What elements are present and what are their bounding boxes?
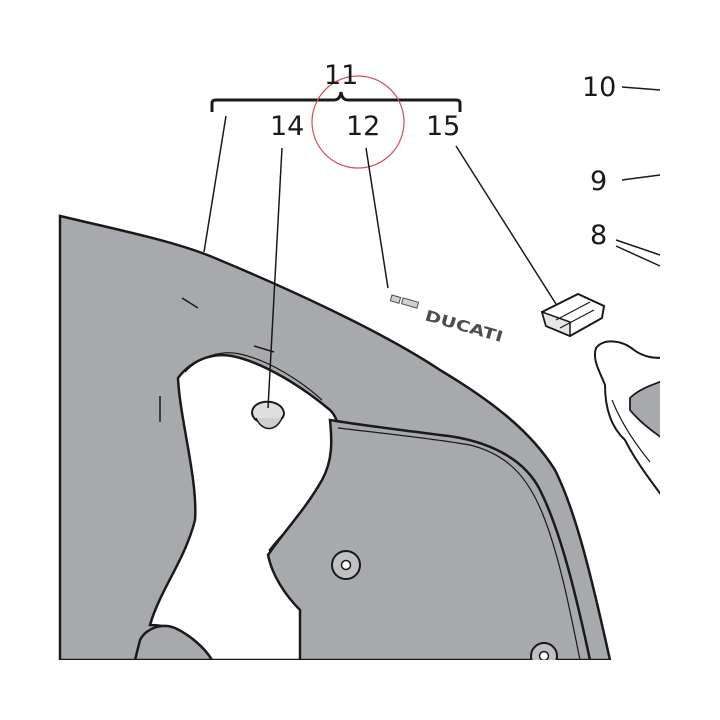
decal-brand-text: DUCATI [423, 308, 505, 347]
surface-mark [181, 297, 199, 309]
lower-left-piece [133, 624, 214, 660]
right-bracket-edge [611, 399, 651, 463]
decal-part-12: DUCATI [389, 294, 505, 347]
callout-11: 11 [324, 60, 358, 91]
grommet-upper [331, 550, 361, 580]
right-bracket [594, 340, 660, 495]
group-bracket-11 [210, 91, 462, 112]
leader-line-8a [615, 239, 661, 256]
push-rivet-part-14 [250, 400, 286, 430]
inner-panel-edge [337, 427, 581, 660]
leader-line-15 [455, 145, 557, 305]
panel-edge-inner [184, 352, 323, 401]
callout-8: 8 [590, 220, 607, 251]
callout-10: 10 [582, 72, 616, 103]
leader-line-10 [621, 86, 661, 91]
highlight-circle [311, 75, 405, 169]
leader-line-9 [621, 174, 661, 181]
callout-9: 9 [590, 166, 607, 197]
lower-inner-panel [266, 418, 592, 660]
body-panels [58, 214, 660, 660]
clip-part-15 [540, 292, 606, 338]
callout-14: 14 [270, 111, 304, 142]
leader-line-11 [203, 115, 227, 253]
leader-line-12 [365, 147, 389, 289]
grommet-lower [530, 642, 558, 660]
callout-15: 15 [426, 111, 460, 142]
right-bracket-detail [629, 380, 660, 438]
callout-12: 12 [346, 111, 380, 142]
leader-line-8b [615, 245, 661, 267]
leader-line-14 [267, 147, 283, 409]
